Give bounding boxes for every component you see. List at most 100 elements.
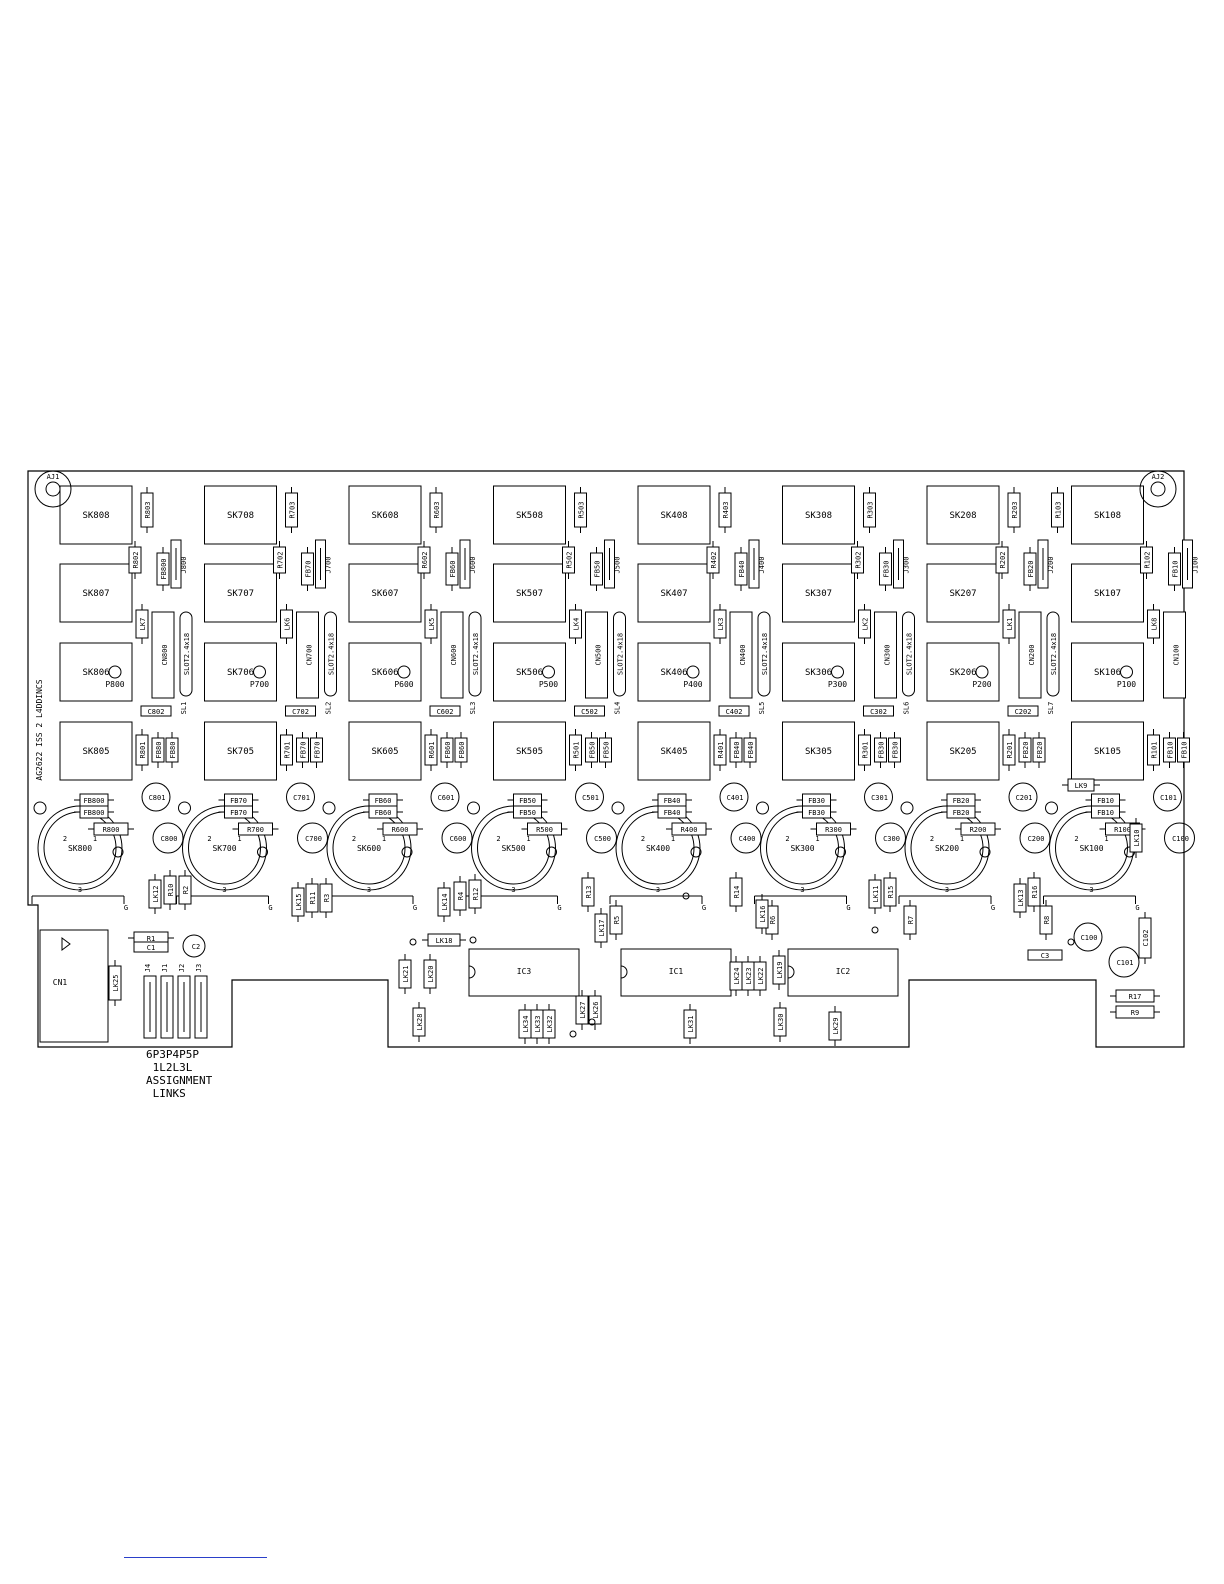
component-body xyxy=(590,552,603,586)
capacitor-body xyxy=(1007,705,1039,717)
component-body xyxy=(224,805,253,819)
component-body xyxy=(706,546,720,574)
component-label: FB70 xyxy=(314,742,322,759)
jack-socket: SK405 xyxy=(637,721,711,781)
component-label: LK10 xyxy=(1133,830,1141,847)
component-label: R300 xyxy=(825,826,842,834)
jack-socket-label: SK606 xyxy=(371,668,398,678)
component-label: FB70 xyxy=(300,742,308,759)
capacitor-label: C101 xyxy=(1117,959,1134,967)
capacitor: C602 xyxy=(429,705,461,717)
xlr-lug xyxy=(611,801,625,815)
xlr-pin-label: 1 xyxy=(526,835,530,843)
resistor: R12 xyxy=(468,874,482,914)
capacitor: C502 xyxy=(574,705,605,717)
jack-socket: SK208 xyxy=(926,485,1000,545)
jack-socket-body xyxy=(637,721,711,781)
jack-socket: SK707 xyxy=(204,563,277,623)
ferrite-bead: FB80 xyxy=(151,732,165,768)
component-label: LK2 xyxy=(862,618,870,631)
component-body xyxy=(718,492,732,528)
jack-socket-label: SK607 xyxy=(371,589,398,599)
component-label: LK23 xyxy=(745,968,753,985)
resistor-low: R101 xyxy=(1147,729,1160,771)
resistor-low: R701 xyxy=(280,729,293,771)
connector-body xyxy=(1163,611,1186,699)
slot-body xyxy=(757,611,771,697)
component-label: FB60 xyxy=(458,742,466,759)
component-label: FB20 xyxy=(953,809,970,817)
component-body xyxy=(1138,917,1152,959)
assignment-jumper: J4 xyxy=(143,964,157,1039)
component-body xyxy=(1027,877,1041,907)
component-label: LK11 xyxy=(872,886,880,903)
ferrite-bead: FB30 xyxy=(874,732,887,768)
jumper-label: J800 xyxy=(180,557,188,574)
resistor-low: R501 xyxy=(569,729,582,771)
jack-socket-body xyxy=(1071,721,1144,781)
capacitor-label: C601 xyxy=(438,794,455,802)
component-label: R202 xyxy=(999,552,1007,569)
jumper-label: J200 xyxy=(1047,557,1055,574)
caption-line-3: ASSIGNMENT xyxy=(146,1074,213,1087)
xlr-pin-label: 2 xyxy=(641,835,645,843)
component-label: R803 xyxy=(144,502,152,519)
ferrite-bead-h: FB70 xyxy=(218,805,259,819)
capacitor: C302 xyxy=(863,705,894,717)
jumper-label: J500 xyxy=(614,557,622,574)
jack-socket: SK408 xyxy=(637,485,711,545)
component-body xyxy=(713,609,727,639)
component-label: FB50 xyxy=(589,742,597,759)
jack-socket-label: SK807 xyxy=(82,589,109,599)
ferrite-bead-h: FB800 xyxy=(74,793,114,807)
slot-id: SL3 xyxy=(469,702,477,715)
xlr-pin-label: 2 xyxy=(352,835,356,843)
resistor-r17: R17 xyxy=(1110,989,1160,1003)
component-body xyxy=(280,609,293,639)
ferrite-bead: FB60 xyxy=(445,547,459,591)
jumper: J200 xyxy=(1037,539,1055,589)
link: LK11 xyxy=(868,874,882,914)
jack-socket: SK806 xyxy=(59,642,133,702)
connector-label: CN600 xyxy=(450,644,458,665)
jack-socket-label: SK405 xyxy=(660,747,687,757)
resistor-mid: R302 xyxy=(851,541,864,579)
jumper: J400 xyxy=(748,539,766,589)
link: LK33 xyxy=(530,1004,544,1044)
xlr-pin-label: 2 xyxy=(207,835,211,843)
component-label: FB30 xyxy=(808,797,825,805)
component-body xyxy=(868,879,882,909)
capacitor-c2 xyxy=(182,934,206,958)
xlr-pin-label: 3 xyxy=(511,886,515,894)
xlr-pin-label: 2 xyxy=(785,835,789,843)
connector-body xyxy=(585,611,608,699)
component-label: FB40 xyxy=(733,742,741,759)
component-body xyxy=(1067,778,1095,792)
component-body xyxy=(1013,883,1027,913)
component-body xyxy=(296,737,309,763)
component-label: LK29 xyxy=(832,1018,840,1035)
jack-socket: SK307 xyxy=(782,563,855,623)
ferrite-bead: FB20 xyxy=(1018,732,1032,768)
component-label: R16 xyxy=(1031,886,1039,899)
component-body xyxy=(163,875,177,905)
resistor: R2 xyxy=(178,870,192,910)
component-label: R14 xyxy=(733,886,741,899)
component-body xyxy=(424,734,438,766)
capacitor-round xyxy=(297,822,328,854)
trim-pot-label: P400 xyxy=(683,680,702,689)
component-body xyxy=(454,737,468,763)
resistor: R16 xyxy=(1027,872,1041,912)
component-body xyxy=(527,822,562,836)
resistor-mid: R202 xyxy=(995,541,1009,579)
xlr-label: SK100 xyxy=(1079,844,1103,853)
jack-socket: SK305 xyxy=(782,721,855,781)
jumper-label: J2 xyxy=(178,964,186,972)
component-body xyxy=(305,883,319,913)
ferrite-bead: FB30 xyxy=(879,547,892,591)
component-body xyxy=(156,552,170,586)
